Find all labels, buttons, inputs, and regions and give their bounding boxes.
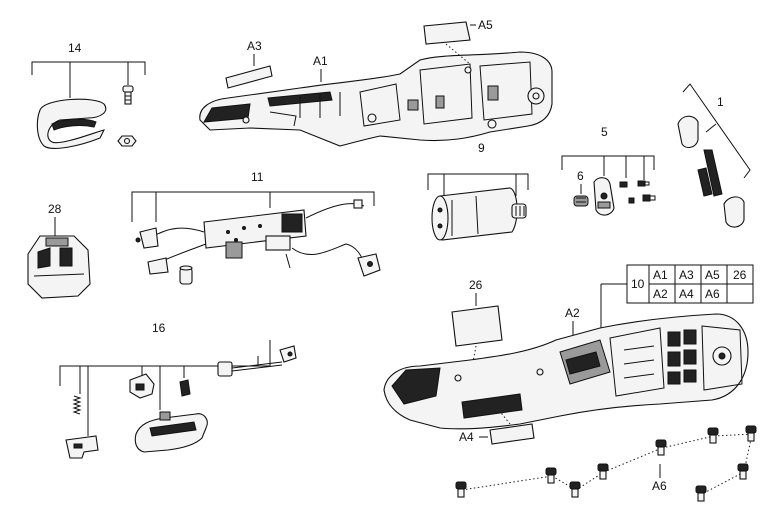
kit-table-10: 10 A1 A3 A5 26 A2 A4 A6 [600, 264, 754, 330]
kit-table-cell: A5 [705, 268, 720, 282]
lock-clip [65, 435, 99, 459]
part-26-label-group: 26 [451, 278, 503, 379]
screw-A6 [707, 427, 719, 444]
terminal-right [357, 253, 381, 277]
screw-A6 [569, 481, 581, 498]
pcb-board [203, 209, 307, 259]
bracket-11 [131, 191, 375, 222]
screw-A6 [545, 467, 557, 484]
label-plate-A4 [489, 423, 535, 445]
nut-part [117, 135, 137, 147]
part-A2-housing-group: A2 [383, 306, 749, 430]
switch-knob-6 [573, 195, 589, 207]
screw-part [122, 85, 134, 105]
callout-A3: A3 [247, 39, 262, 53]
callout-A6: A6 [652, 479, 667, 493]
lever-part [129, 373, 155, 399]
ferrite-sleeve [179, 265, 193, 285]
screw-A6 [745, 425, 757, 442]
terminal-left [135, 227, 169, 275]
belt-clip-part [36, 98, 107, 149]
kit-table-group-number: 10 [631, 277, 645, 291]
callout-26: 26 [469, 278, 483, 292]
switch-body [593, 177, 615, 216]
callout-A4: A4 [459, 430, 474, 444]
housing-half-A1 [199, 51, 553, 147]
spring-piece [619, 181, 628, 188]
housing-half-A2 [383, 313, 749, 430]
cover-piece-upper [677, 115, 699, 149]
screw-A6 [455, 481, 467, 498]
callout-A2: A2 [565, 306, 580, 320]
bracket-14 [31, 61, 146, 75]
label-plate-A3 [225, 65, 273, 89]
callout-16: 16 [152, 321, 166, 335]
part-1-cover-group: 1 [677, 83, 751, 228]
screw-pattern-dotline [461, 433, 753, 495]
leader-1a [705, 123, 717, 133]
assembly-dotline-A5 [445, 43, 471, 65]
callout-A1: A1 [313, 54, 328, 68]
part-14-belt-clip-group: 14 [31, 41, 146, 149]
tiny-pin [628, 197, 635, 204]
part-A1-housing-group: A1 [199, 51, 553, 147]
kit-table-cell: A4 [679, 287, 694, 301]
callout-11: 11 [251, 170, 264, 184]
part-A5-label-group: A5 [423, 18, 493, 65]
part-5-switch-group: 5 6 [561, 125, 656, 216]
cover-piece-lower [723, 196, 745, 228]
rubber-strip-a [703, 149, 723, 197]
small-screw-b [642, 194, 656, 202]
wire-clip [353, 199, 363, 209]
spring-vertical [72, 395, 82, 415]
label-plate-A5 [423, 21, 471, 45]
bracket-1 [682, 83, 751, 179]
callout-5: 5 [601, 125, 608, 139]
part-28-terminal-block-group: 28 [27, 202, 91, 299]
terminal-block-part [27, 235, 91, 299]
callout-A5: A5 [478, 18, 493, 32]
bracket-5 [561, 155, 655, 170]
part-A6-screw-set-group: A6 [455, 425, 757, 502]
part-A4-label-group: A4 [459, 403, 535, 445]
kit-table-cell: A3 [679, 268, 694, 282]
bracket-16 [59, 340, 271, 386]
bracket-9 [427, 173, 529, 190]
callout-6: 6 [577, 169, 584, 183]
callout-14: 14 [68, 41, 82, 55]
part-A3-label-group: A3 [225, 39, 273, 89]
screw-A6 [655, 439, 667, 456]
rubber-strip-b [697, 167, 713, 197]
screw-A6 [695, 485, 707, 502]
label-plate-26 [451, 305, 503, 347]
callout-9: 9 [478, 141, 485, 155]
part-11-electronics-group: 11 [131, 170, 381, 285]
kit-table-cell: A1 [653, 268, 668, 282]
small-screw-a [637, 180, 650, 187]
small-spring [179, 379, 191, 397]
callout-1: 1 [717, 95, 724, 109]
screw-A6 [597, 463, 609, 480]
kit-table-cell: A6 [705, 287, 720, 301]
screw-A6 [737, 463, 749, 480]
callout-28: 28 [48, 202, 62, 216]
rod-assembly [217, 345, 297, 377]
motor-part [431, 187, 527, 241]
part-16-trigger-group: 16 [59, 321, 297, 459]
assembly-dotline-A4 [493, 403, 511, 425]
kit-table-cell: 26 [733, 268, 747, 282]
kit-table-cell: A2 [653, 287, 668, 301]
trigger-part [134, 411, 208, 453]
part-9-motor-group: 9 [427, 141, 529, 241]
